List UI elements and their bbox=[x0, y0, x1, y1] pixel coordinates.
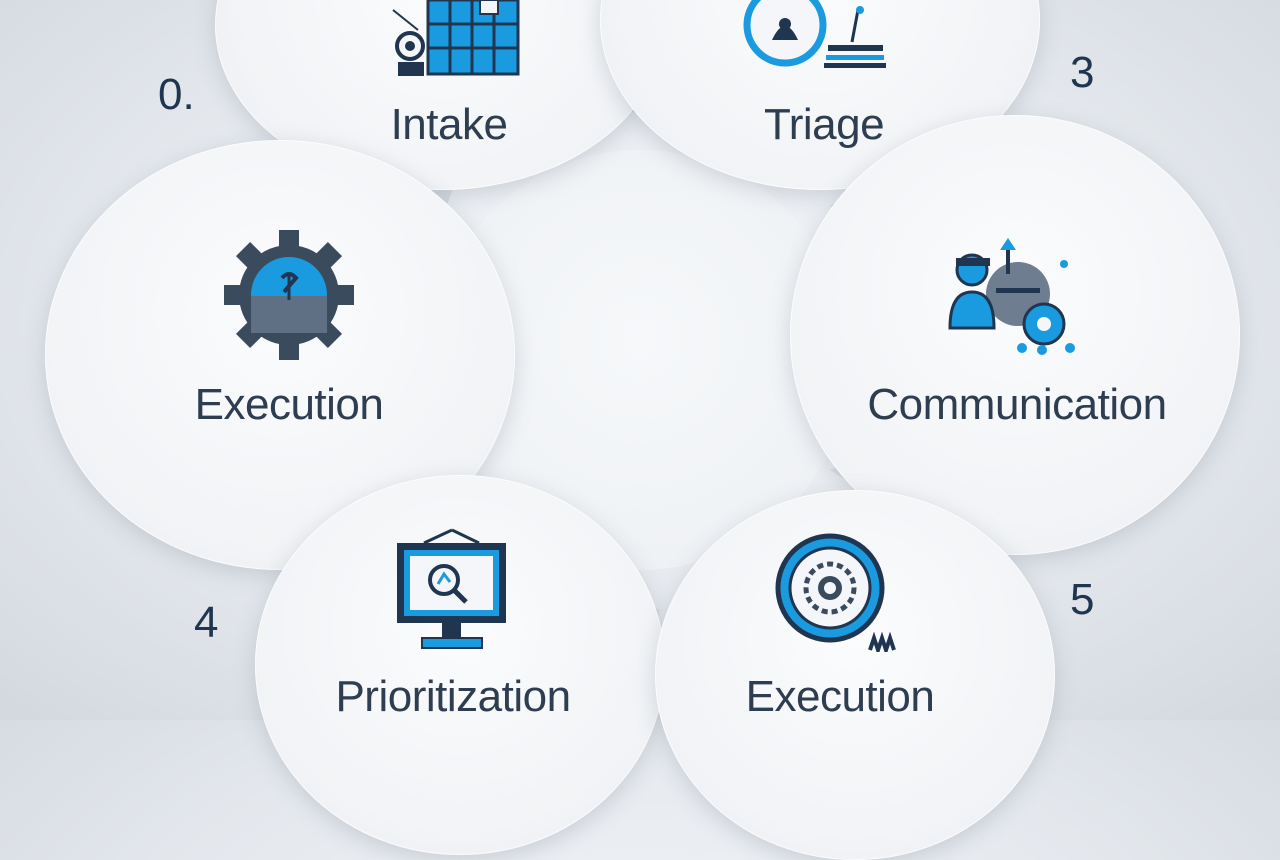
stage-label-prioritization: Prioritization bbox=[335, 672, 571, 721]
node-communication bbox=[790, 115, 1240, 555]
stage-label-execution-bottom: Execution bbox=[745, 672, 935, 721]
magnifier-desk-icon bbox=[743, 0, 886, 68]
stage-label-communication: Communication bbox=[867, 380, 1167, 429]
stage-label-triage: Triage bbox=[763, 100, 885, 149]
monitor-search-icon bbox=[397, 528, 506, 649]
process-cycle-diagram: Intake Triage Execution Communication Pr… bbox=[45, 0, 1240, 860]
step-number-bottom-right: 5 bbox=[1070, 575, 1095, 624]
step-number-top-left: 0. bbox=[158, 70, 195, 119]
step-number-bottom-left: 4 bbox=[194, 598, 219, 647]
stage-label-execution-left: Execution bbox=[194, 380, 384, 429]
step-number-top-right: 3 bbox=[1070, 48, 1095, 97]
circular-badge-icon bbox=[775, 533, 896, 652]
worker-network-icon bbox=[948, 238, 1075, 355]
gear-icon bbox=[224, 230, 354, 360]
calendar-gear-icon bbox=[392, 0, 520, 76]
stage-label-intake: Intake bbox=[390, 100, 508, 149]
